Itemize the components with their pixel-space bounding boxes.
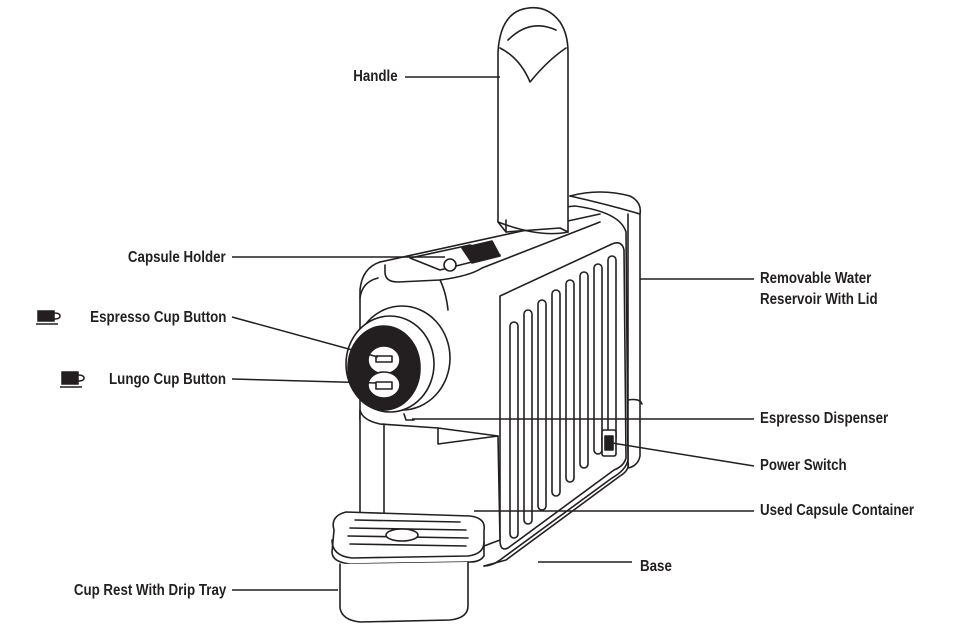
- espresso-cup-icon: [36, 310, 61, 325]
- button-cluster: [345, 305, 451, 421]
- label-power-switch: Power Switch: [760, 457, 847, 474]
- label-espresso-cup-button: Espresso Cup Button: [89, 309, 226, 326]
- cup-rest-drip-tray: [331, 511, 486, 623]
- power-switch: [601, 429, 617, 457]
- label-capsule-holder: Capsule Holder: [128, 249, 226, 266]
- label-water-reservoir-line2: Reservoir With Lid: [760, 291, 878, 308]
- used-capsule-container: [359, 409, 501, 547]
- label-water-reservoir-line1: Removable Water: [760, 270, 872, 287]
- side-ribs: [509, 255, 617, 539]
- label-handle: Handle: [353, 68, 398, 85]
- base: [483, 461, 630, 567]
- label-espresso-dispenser: Espresso Dispenser: [760, 410, 889, 427]
- leader-lines: [231, 76, 755, 591]
- label-cup-rest: Cup Rest With Drip Tray: [73, 582, 226, 599]
- lungo-cup-icon: [60, 371, 85, 388]
- handle: [497, 6, 569, 235]
- label-lungo-cup-button: Lungo Cup Button: [109, 371, 226, 388]
- label-used-capsule-container: Used Capsule Container: [760, 502, 915, 519]
- label-base: Base: [640, 558, 672, 575]
